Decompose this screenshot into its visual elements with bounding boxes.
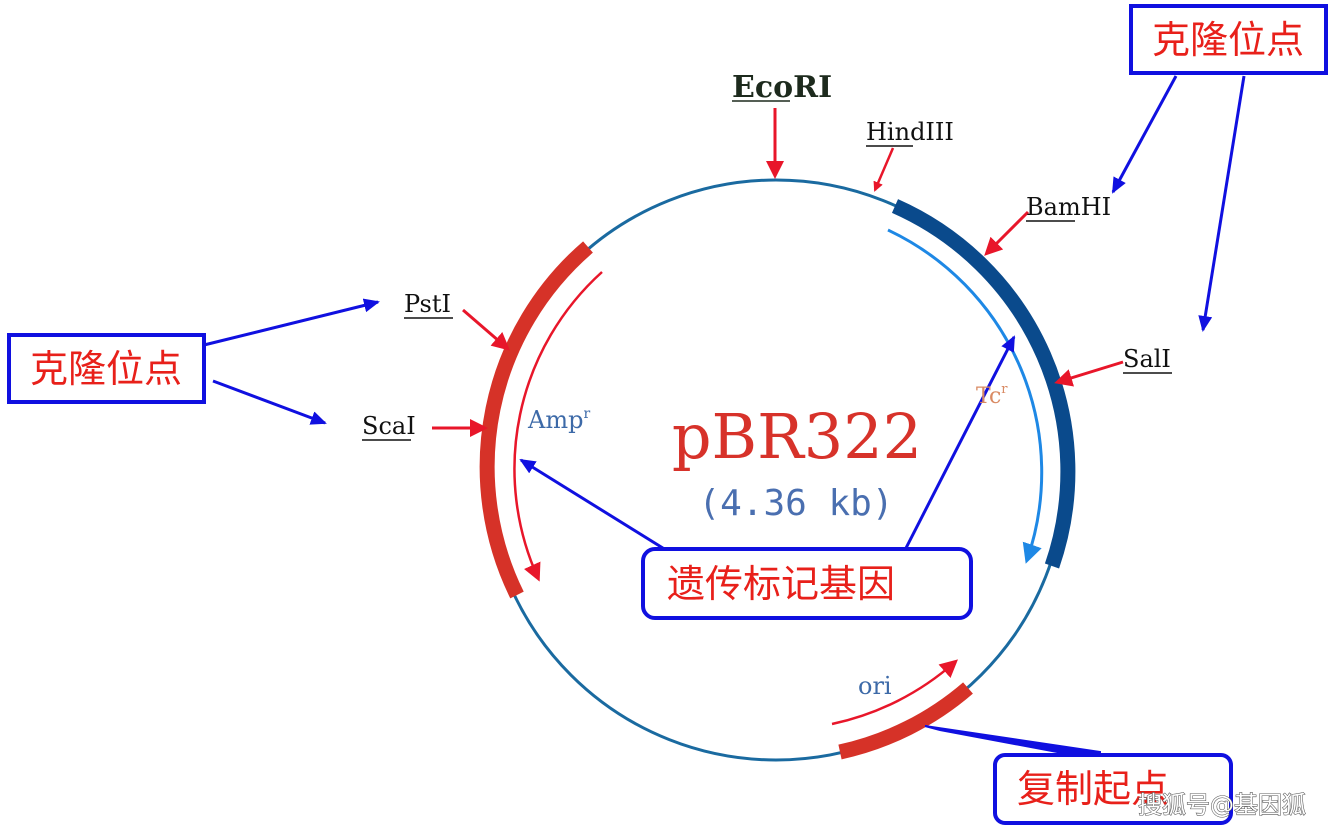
callout-left-to-psti [203,298,380,347]
plasmid-size: (4.36 kb) [698,483,893,524]
psti-label: PstI [404,290,451,318]
callout-box-marker-genes [641,547,973,620]
callout-marker-genes-text: 遗传标记基因 [667,562,895,606]
callout-box-cloning-left [7,333,206,404]
ori-block [838,682,973,760]
tc-label: Tcr [976,382,1008,409]
callout-left-to-scai [212,379,327,425]
callout-cloning-right-text: 克隆位点 [1152,18,1304,62]
tc-gene-block [891,199,1076,569]
callout-replication-origin-text: 复制起点 [1017,767,1169,811]
callout-cloning-left-text: 克隆位点 [30,347,182,391]
ori-label: ori [858,672,892,700]
psti-pointer [462,308,511,351]
sali-pointer [1054,360,1124,387]
callout-right-to-sali [1198,75,1246,332]
tc-direction-arrow [887,228,1044,564]
watermark: 搜狐号@基因狐 [1138,791,1306,819]
tc-label-sup: r [1001,382,1008,397]
ecori-label: EcoRI [732,70,832,105]
amp-label-main: Amp [527,406,583,434]
hindiii-pointer [873,147,895,192]
amp-label-sup: r [583,406,590,422]
callout-box-cloning-right [1129,4,1328,75]
plasmid-name: pBR322 [672,400,922,473]
hindiii-label: HindIII [866,118,954,146]
tc-label-main: Tc [976,384,1001,409]
callout-box-replication-origin [993,753,1233,825]
ori-direction-arrow [831,659,958,726]
callout-right-to-bamhi [1111,75,1178,194]
marker-to-tc [903,335,1016,551]
bamhi-pointer [984,210,1030,256]
amp-label: Ampr [527,406,590,434]
amp-gene-block [479,241,593,599]
scai-label: ScaI [362,412,416,440]
marker-to-amp [519,458,667,552]
sali-label: SalI [1123,345,1171,373]
amp-direction-arrow [513,271,603,582]
bamhi-label: BamHI [1026,193,1111,221]
